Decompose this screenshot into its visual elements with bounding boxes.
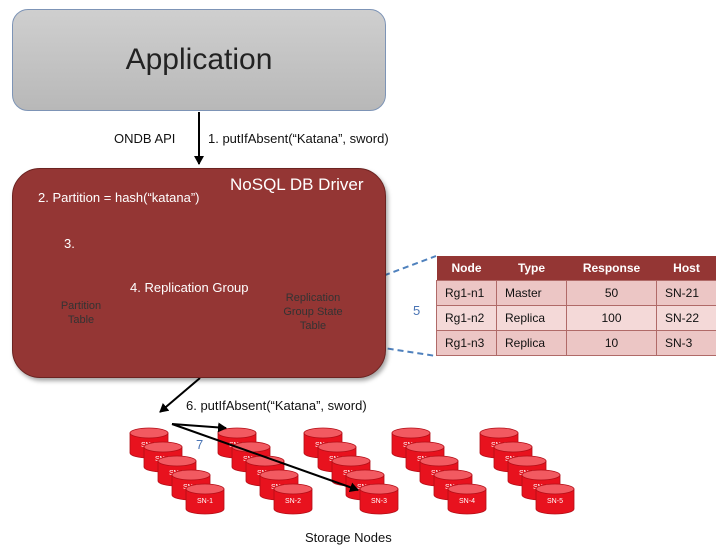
storage-node-cylinder: SN-3 — [359, 483, 399, 515]
svg-text:SN-3: SN-3 — [371, 498, 387, 505]
table-row: Rg1-n1 Master 50 SN-21 — [436, 280, 716, 306]
cell-node: Rg1-n2 — [436, 305, 497, 331]
storage-node-cylinder: SN-4 — [447, 483, 487, 515]
col-response: Response — [566, 256, 657, 281]
step4-label: 4. Replication Group — [130, 280, 249, 295]
step5-label: 5 — [413, 303, 421, 318]
col-node: Node — [436, 256, 497, 281]
svg-text:SN-5: SN-5 — [547, 498, 563, 505]
storage-node-cylinder: SN-2 — [273, 483, 313, 515]
nosql-driver-box — [12, 168, 386, 378]
partition-table-text: Partition Table — [60, 300, 102, 326]
rg-state-table-text: Replication Group State Table — [283, 292, 343, 332]
step7-label: 7 — [196, 437, 204, 452]
cell-node: Rg1-n1 — [436, 280, 497, 306]
cell-host: SN-22 — [656, 305, 716, 331]
application-title: Application — [125, 43, 273, 76]
arrow-step6 — [159, 377, 201, 413]
cell-type: Master — [496, 280, 567, 306]
table-header-row: Node Type Response Host — [436, 256, 716, 281]
svg-text:SN-4: SN-4 — [459, 498, 475, 505]
cell-node: Rg1-n3 — [436, 330, 497, 356]
step1-label: 1. putIfAbsent(“Katana”, sword) — [208, 131, 389, 146]
cell-response: 10 — [566, 330, 657, 356]
storage-node-cylinder: SN-1 — [185, 483, 225, 515]
cell-host: SN-3 — [656, 330, 716, 356]
arrow-step7-b — [171, 423, 359, 493]
cell-type: Replica — [496, 305, 567, 331]
step2-label: 2. Partition = hash(“katana”) — [38, 190, 200, 205]
cell-type: Replica — [496, 330, 567, 356]
svg-text:SN-1: SN-1 — [197, 498, 213, 505]
storage-node-cylinder: SN-5 — [535, 483, 575, 515]
svg-text:SN-2: SN-2 — [285, 498, 301, 505]
step6-label: 6. putIfAbsent(“Katana”, sword) — [186, 398, 367, 413]
table-row: Rg1-n2 Replica 100 SN-22 — [436, 305, 716, 331]
cell-host: SN-21 — [656, 280, 716, 306]
driver-title: NoSQL DB Driver — [230, 175, 364, 194]
cell-response: 100 — [566, 305, 657, 331]
application-box: Application — [12, 9, 386, 111]
cell-response: 50 — [566, 280, 657, 306]
storage-nodes-label: Storage Nodes — [305, 530, 392, 545]
col-host: Host — [656, 256, 716, 281]
ondb-api-label: ONDB API — [114, 131, 176, 146]
arrow-step7-a — [171, 422, 227, 433]
col-type: Type — [496, 256, 567, 281]
step3-label: 3. — [64, 236, 75, 251]
replication-group-table: Node Type Response Host Rg1-n1 Master 50… — [436, 256, 716, 356]
table-row: Rg1-n3 Replica 10 SN-3 — [436, 330, 716, 356]
